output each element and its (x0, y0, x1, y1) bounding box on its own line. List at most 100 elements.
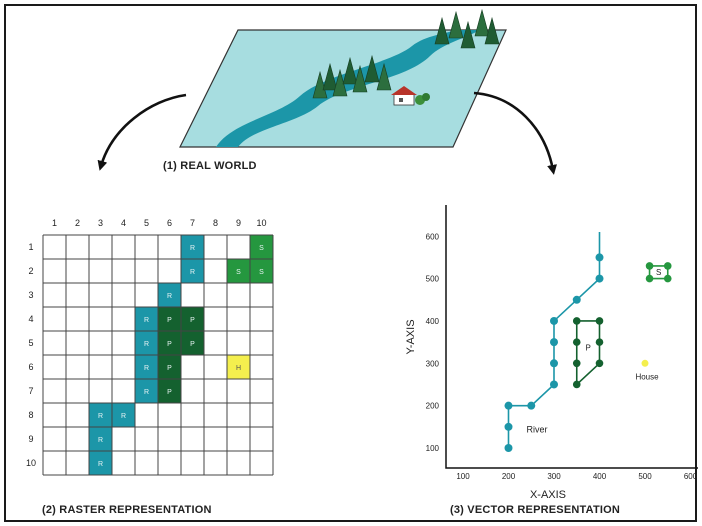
house-illustration (391, 86, 430, 106)
raster-cell-forest (181, 307, 204, 331)
river-vertex (572, 295, 581, 304)
river-vertex (504, 401, 513, 410)
raster-cell-label: R (190, 245, 195, 252)
raster-cell-shrub (250, 259, 273, 283)
tree (376, 62, 392, 91)
forest-vertex (595, 359, 604, 368)
house-point (641, 359, 649, 367)
x-tick-label: 300 (547, 472, 561, 481)
raster-cell-forest (181, 331, 204, 355)
raster-cell-label: R (98, 413, 103, 420)
river-illustration (216, 30, 480, 147)
figure-frame (4, 4, 697, 522)
raster-cell-house (227, 355, 250, 379)
raster-cell-river (135, 379, 158, 403)
raster-cell-river (89, 451, 112, 475)
forest-vertex (595, 317, 604, 325)
y-tick-label: 600 (426, 232, 440, 241)
raster-col-label: 8 (213, 218, 218, 228)
shrub-vertex (645, 274, 654, 283)
forest-vertex (572, 317, 581, 325)
raster-cell-river (135, 355, 158, 379)
raster-row-label: 5 (28, 338, 33, 348)
tree (342, 56, 358, 85)
raster-cell-shrub (227, 259, 250, 283)
raster-row-label: 2 (28, 266, 33, 276)
x-axis-label: X-AXIS (530, 489, 566, 501)
raster-col-label: 9 (236, 218, 241, 228)
raster-cell-label: S (236, 269, 241, 276)
river-vertex (504, 422, 513, 431)
tree (484, 16, 500, 45)
tree-cluster (312, 8, 500, 99)
shrub-label: S (656, 268, 661, 277)
river-vertex (550, 359, 558, 368)
raster-cell-forest (158, 379, 181, 403)
raster-cell-river (135, 331, 158, 355)
raster-cell-forest (158, 307, 181, 331)
forest-polygon (575, 320, 601, 387)
arrow-to-vector (473, 91, 557, 175)
tree (322, 62, 338, 91)
river-label: River (527, 425, 548, 435)
raster-row-label: 8 (28, 410, 33, 420)
river-vertex (550, 338, 558, 347)
raster-cell-river (89, 427, 112, 451)
river-vertex (527, 401, 536, 410)
raster-cell-label: P (167, 341, 172, 348)
tree (352, 64, 368, 93)
raster-caption: (2) RASTER REPRESENTATION (42, 504, 212, 516)
raster-row-label: 10 (26, 458, 36, 468)
raster-cell-label: P (190, 317, 195, 324)
raster-cell-label: R (121, 413, 126, 420)
forest-vertex (595, 338, 604, 346)
raster-cell-river (181, 259, 204, 283)
raster-cell-label: R (144, 317, 149, 324)
raster-col-label: 6 (167, 218, 172, 228)
raster-cell-label: P (167, 317, 172, 324)
x-tick-label: 400 (593, 472, 607, 481)
raster-cell-label: P (167, 365, 172, 372)
shrub-vertex (663, 262, 672, 270)
raster-cell-label: R (144, 389, 149, 396)
y-tick-label: 200 (426, 402, 440, 411)
raster-col-label: 7 (190, 218, 195, 228)
raster-cell-river (135, 307, 158, 331)
tree (474, 8, 490, 37)
arrow-to-raster (97, 93, 187, 171)
raster-col-label: 4 (121, 218, 126, 228)
river-vertex (595, 274, 604, 283)
raster-col-label: 2 (75, 218, 80, 228)
raster-col-label: 1 (52, 218, 57, 228)
raster-cell-forest (158, 331, 181, 355)
tree (312, 70, 328, 99)
shrub-vertex (645, 262, 654, 270)
raster-row-label: 6 (28, 362, 33, 372)
vector-axes (445, 205, 698, 469)
raster-col-label: 3 (98, 218, 103, 228)
river-vertex (550, 316, 558, 325)
forest-vertex (572, 380, 581, 389)
raster-cell-label: R (98, 437, 103, 444)
raster-cell-river (112, 403, 135, 427)
raster-row-label: 4 (28, 314, 33, 324)
forest-vertex (572, 359, 581, 368)
raster-cell-forest (158, 355, 181, 379)
raster-cell-label: S (259, 245, 264, 252)
raster-col-label: 5 (144, 218, 149, 228)
x-tick-label: 600 (684, 472, 698, 481)
raster-cell-label: P (190, 341, 195, 348)
y-tick-label: 300 (426, 359, 440, 368)
x-tick-label: 500 (638, 472, 652, 481)
raster-col-label: 10 (256, 218, 266, 228)
raster-cell-label: P (167, 389, 172, 396)
y-axis-label: Y-AXIS (405, 319, 417, 354)
tree (434, 16, 450, 45)
raster-row-label: 1 (28, 242, 33, 252)
shrub-vertex (663, 274, 672, 283)
x-tick-label: 200 (502, 472, 516, 481)
raster-cell-label: R (98, 461, 103, 468)
